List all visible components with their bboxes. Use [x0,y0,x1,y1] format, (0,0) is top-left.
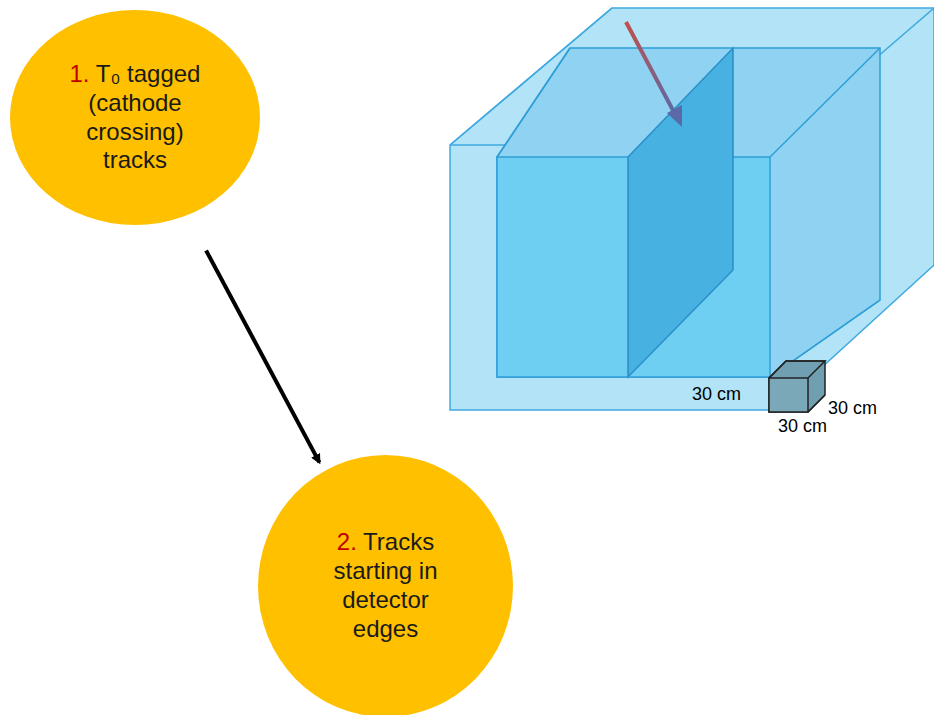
callout-number: 2. [337,528,357,555]
dimension-label: 30 cm [828,398,877,419]
dimension-label: 30 cm [778,416,827,437]
track-arrowhead [667,105,682,127]
node-label: T₀ tagged (cathode crossing) tracks [86,60,200,173]
outer-volume [450,8,934,410]
callout-number: 1. [70,60,90,87]
node-text: 1. T₀ tagged (cathode crossing) tracks [60,60,210,175]
muon-track [626,22,676,116]
dimension-label: 30 cm [692,384,741,405]
inner-volume [497,48,880,377]
ellipse-node: 1. T₀ tagged (cathode crossing) tracks [10,10,260,225]
cathode-plane [628,48,733,377]
flow-arrow [206,250,319,462]
ellipse-node: 2. Tracks starting in detector edges [258,455,513,715]
small-cube [769,361,825,412]
node-text: 2. Tracks starting in detector edges [311,528,461,643]
